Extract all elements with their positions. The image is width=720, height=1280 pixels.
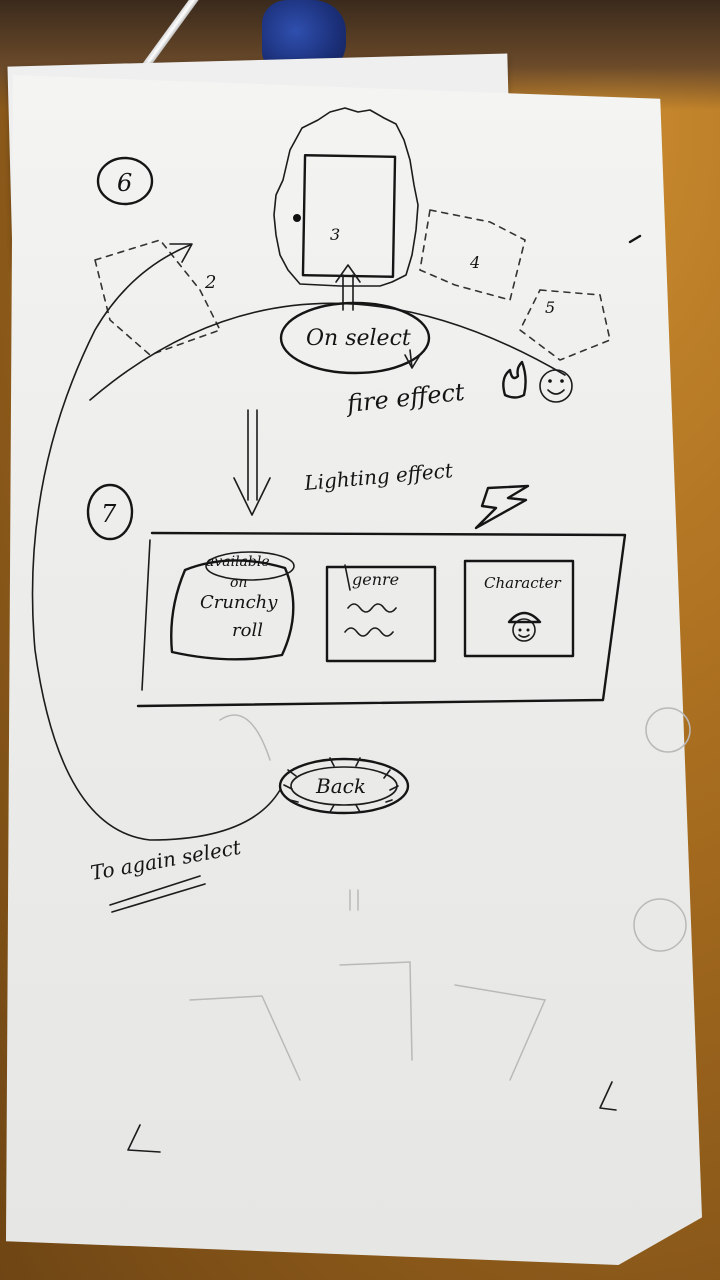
door-4-option[interactable]: 4 bbox=[419, 209, 526, 301]
underline-2 bbox=[111, 883, 206, 913]
smiley-icon bbox=[539, 369, 573, 403]
corner-mark-1 bbox=[127, 1124, 161, 1153]
return-loop-arrow bbox=[31, 244, 281, 841]
fire-effect-label: fire effect bbox=[344, 378, 466, 418]
step-7-marker: 7 bbox=[86, 483, 134, 541]
card-crunchyroll[interactable]: available on Crunchy roll bbox=[170, 551, 295, 661]
door-3 bbox=[301, 154, 397, 278]
show-through-marks bbox=[189, 707, 691, 1081]
on-select-label: On select bbox=[306, 326, 411, 351]
card-character[interactable]: Character bbox=[463, 559, 575, 658]
door-3-option[interactable]: 3 bbox=[273, 107, 419, 287]
crunchy-label: Crunchy bbox=[200, 592, 278, 613]
step-6-number: 6 bbox=[117, 169, 132, 197]
door-3-label: 3 bbox=[330, 225, 340, 244]
door-2-label: 2 bbox=[204, 272, 216, 293]
door-carousel-arc bbox=[89, 302, 566, 401]
character-face-icon bbox=[507, 611, 542, 642]
door-2-option[interactable]: 2 bbox=[94, 239, 222, 356]
corner-mark-2 bbox=[599, 1081, 617, 1111]
genre-text-line-2 bbox=[344, 627, 394, 637]
available-label: available bbox=[206, 554, 270, 570]
on-select-state: On select bbox=[279, 301, 431, 375]
detail-panel bbox=[136, 531, 627, 708]
door-3-glow bbox=[273, 107, 419, 287]
door-3-knob bbox=[293, 214, 301, 222]
genre-text-line-1 bbox=[347, 603, 397, 613]
to-again-select-label: To again select bbox=[89, 835, 244, 885]
down-arrow bbox=[233, 409, 271, 516]
underline-1 bbox=[109, 875, 201, 906]
character-label: Character bbox=[484, 574, 561, 592]
lighting-effect-label: Lighting effect bbox=[302, 458, 454, 495]
back-button[interactable]: Back bbox=[278, 757, 410, 815]
genre-label: genre bbox=[352, 570, 399, 589]
door-5-label: 5 bbox=[545, 298, 555, 317]
back-label: Back bbox=[315, 774, 366, 798]
step-6-marker: 6 bbox=[96, 156, 154, 206]
available-highlight bbox=[205, 551, 295, 581]
roll-label: roll bbox=[232, 620, 263, 641]
on-label: on bbox=[230, 575, 247, 591]
door-4-label: 4 bbox=[469, 253, 480, 272]
card-genre[interactable]: genre bbox=[325, 564, 437, 663]
fire-icon bbox=[502, 360, 527, 399]
door-5-option[interactable]: 5 bbox=[518, 289, 611, 361]
fire-arrow bbox=[404, 349, 421, 369]
pen-mark bbox=[628, 234, 642, 244]
lightning-icon bbox=[474, 484, 530, 530]
step-7-number: 7 bbox=[101, 500, 117, 528]
